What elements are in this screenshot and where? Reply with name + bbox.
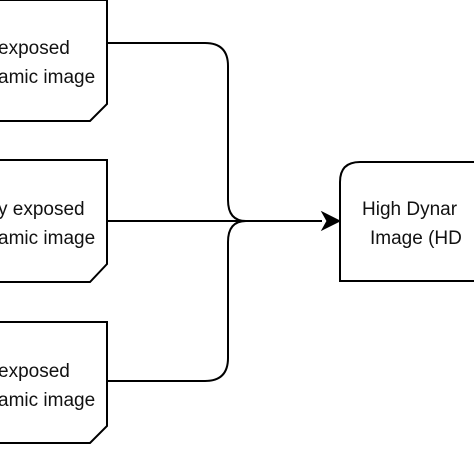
input-box-1-line-2: amic image bbox=[0, 67, 95, 88]
connector-top bbox=[107, 42, 247, 222]
output-box-line-1: High Dynar bbox=[362, 199, 458, 220]
connector-bottom bbox=[107, 220, 247, 382]
output-box-line-2: Image (HD bbox=[370, 228, 462, 249]
arrow-head bbox=[320, 210, 342, 232]
output-box: High Dynar Image (HD bbox=[339, 161, 474, 282]
input-box-2-line-1: y exposed bbox=[0, 199, 85, 220]
input-box-1: exposed amic image bbox=[0, 0, 108, 122]
connector-lines bbox=[107, 42, 322, 382]
input-box-3-line-1: exposed bbox=[0, 361, 70, 382]
input-box-1-line-1: exposed bbox=[0, 38, 70, 59]
input-box-3-line-2: amic image bbox=[0, 390, 95, 411]
input-box-3: exposed amic image bbox=[0, 321, 108, 444]
input-box-2-line-2: amic image bbox=[0, 228, 95, 249]
input-box-2: y exposed amic image bbox=[0, 159, 108, 283]
